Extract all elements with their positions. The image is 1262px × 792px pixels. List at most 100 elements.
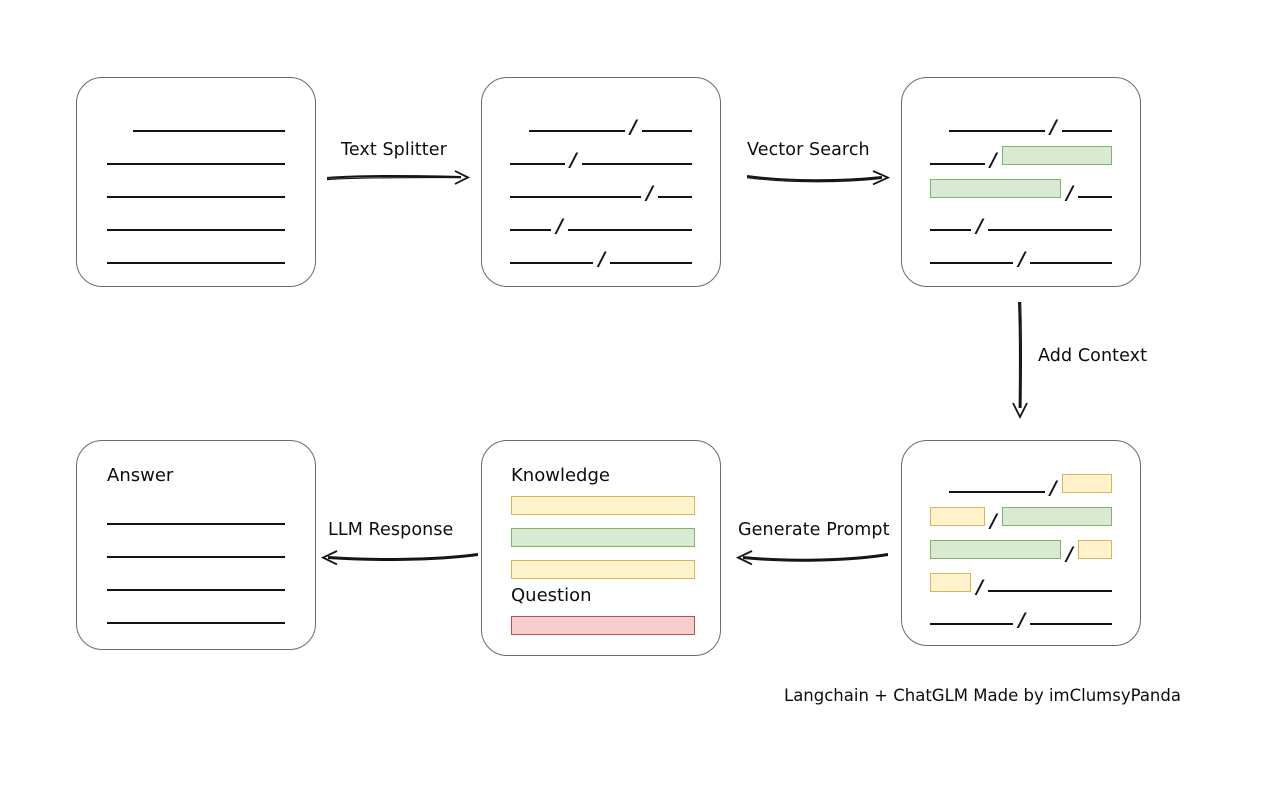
text-line-segment — [1062, 129, 1112, 132]
slash-separator: / — [1066, 182, 1074, 204]
text-line-segment — [988, 589, 1112, 592]
text-line-segment — [133, 129, 285, 132]
text-line-segment — [510, 261, 594, 264]
knowledge-bar-1 — [511, 496, 695, 515]
text-line-segment — [107, 162, 285, 165]
highlighted-segment-green — [930, 540, 1062, 559]
text-line-row: / — [510, 213, 692, 246]
document-lines — [107, 114, 285, 279]
text-line-row: / — [930, 573, 1112, 607]
knowledge-bar-3 — [511, 560, 695, 579]
knowledge-label: Knowledge — [511, 465, 610, 486]
edge-add-context: Add Context — [1000, 300, 1150, 420]
highlighted-segment-green — [1001, 146, 1112, 165]
question-label: Question — [511, 585, 592, 606]
text-line-segment — [949, 490, 1046, 493]
text-line-segment — [930, 261, 1014, 264]
text-line-row: / — [930, 507, 1112, 541]
text-line-segment — [107, 195, 285, 198]
matched-chunks-box: / / / / / — [901, 77, 1141, 287]
knowledge-bar-2 — [511, 528, 695, 547]
prompt-box: Knowledge Question — [481, 440, 721, 656]
text-line-segment — [1030, 622, 1112, 625]
text-line-row — [107, 246, 285, 279]
text-line-row — [107, 540, 285, 573]
text-line-row: / — [930, 246, 1112, 279]
slash-separator: / — [570, 149, 577, 171]
text-line-row — [107, 213, 285, 246]
text-line-segment — [107, 555, 285, 558]
answer-title: Answer — [107, 465, 174, 486]
context-box: / / / / / — [901, 440, 1141, 646]
text-line-row — [107, 507, 285, 540]
slash-separator: / — [989, 149, 997, 171]
footer-credit: Langchain + ChatGLM Made by imClumsyPand… — [784, 686, 1181, 705]
edge-label-generate-prompt: Generate Prompt — [738, 520, 890, 540]
slash-separator: / — [976, 215, 984, 237]
edge-text-splitter: Text Splitter — [325, 140, 471, 190]
matched-chunks-lines: / / / / / — [930, 114, 1112, 279]
answer-box: Answer — [76, 440, 316, 650]
edge-label-text-splitter: Text Splitter — [341, 140, 447, 160]
text-line-segment — [930, 162, 985, 165]
text-line-segment — [107, 522, 285, 525]
text-line-row: / — [510, 180, 692, 213]
text-line-row: / — [930, 213, 1112, 246]
question-bar-1 — [511, 616, 695, 635]
text-line-segment — [107, 588, 285, 591]
text-line-segment — [107, 228, 285, 231]
text-line-row: / — [930, 114, 1112, 147]
text-line-row — [107, 147, 285, 180]
text-line-segment — [568, 228, 692, 231]
text-line-segment — [930, 622, 1014, 625]
text-line-segment — [949, 129, 1046, 132]
slash-separator: / — [1050, 116, 1057, 138]
highlighted-segment-yellow — [930, 507, 986, 526]
slash-separator: / — [976, 576, 984, 598]
text-line-row: / — [930, 607, 1112, 640]
edge-vector-search: Vector Search — [745, 140, 891, 190]
text-line-segment — [529, 129, 626, 132]
slash-separator: / — [556, 215, 564, 237]
edge-label-llm-response: LLM Response — [328, 520, 454, 540]
slash-separator: / — [598, 248, 606, 270]
answer-lines — [107, 507, 285, 639]
text-line-segment — [510, 228, 552, 231]
text-line-row: / — [510, 147, 692, 180]
text-line-segment — [107, 621, 285, 624]
text-line-segment — [930, 228, 972, 231]
slash-separator: / — [1050, 477, 1057, 499]
slash-separator: / — [1018, 609, 1026, 631]
highlighted-segment-yellow — [1062, 474, 1112, 493]
highlighted-segment-green — [1002, 507, 1112, 526]
text-line-row: / — [510, 114, 692, 147]
slash-separator: / — [1066, 543, 1074, 565]
text-line-row — [107, 180, 285, 213]
document-box — [76, 77, 316, 287]
text-line-row: / — [930, 474, 1112, 508]
text-line-segment — [642, 129, 692, 132]
text-line-row: / — [930, 540, 1112, 574]
edge-generate-prompt: Generate Prompt — [735, 520, 890, 570]
highlighted-segment-yellow — [1078, 540, 1112, 559]
text-line-row — [107, 114, 285, 147]
text-line-segment — [658, 195, 692, 198]
text-line-row: / — [930, 179, 1112, 213]
split-chunks-lines: ///// — [510, 114, 692, 279]
text-line-segment — [988, 228, 1112, 231]
text-line-segment — [1078, 195, 1112, 198]
edge-llm-response: LLM Response — [320, 520, 480, 570]
context-lines: / / / / / — [930, 474, 1112, 640]
text-line-segment — [510, 162, 566, 165]
slash-separator: / — [646, 182, 654, 204]
text-line-row — [107, 606, 285, 639]
text-line-segment — [610, 261, 692, 264]
text-line-row — [107, 573, 285, 606]
highlighted-segment-green — [930, 179, 1062, 198]
text-line-segment — [581, 162, 692, 165]
slash-separator: / — [990, 510, 998, 532]
text-line-segment — [1030, 261, 1112, 264]
text-line-segment — [107, 261, 285, 264]
text-line-segment — [510, 195, 642, 198]
edge-label-vector-search: Vector Search — [747, 140, 870, 160]
